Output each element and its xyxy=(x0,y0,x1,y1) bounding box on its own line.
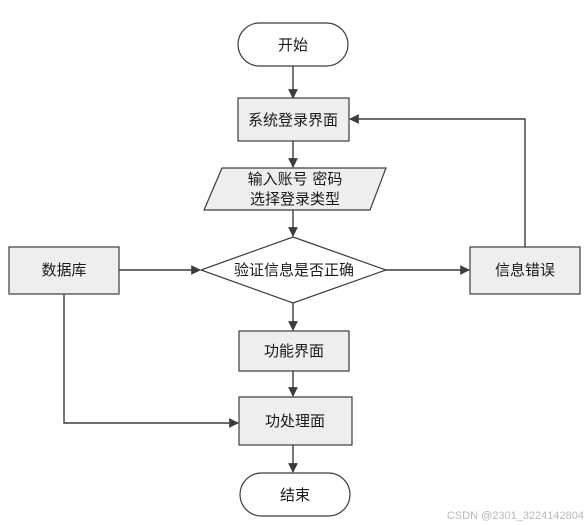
process-box xyxy=(238,396,353,446)
function-ui-node: 功能界面 xyxy=(238,330,350,372)
process-node: 功处理面 xyxy=(238,396,353,446)
verify-label: 验证信息是否正确 xyxy=(234,261,354,279)
verify-node: 验证信息是否正确 xyxy=(199,236,388,304)
database-box xyxy=(8,246,120,295)
database-label: 数据库 xyxy=(41,261,86,279)
input-parallelogram xyxy=(203,167,387,211)
database-node: 数据库 xyxy=(8,246,120,295)
end-label: 结束 xyxy=(280,486,310,504)
start-node: 开始 xyxy=(237,22,349,67)
end-node: 结束 xyxy=(239,472,351,517)
login-ui-label: 系统登录界面 xyxy=(248,111,338,129)
process-label: 功处理面 xyxy=(265,412,325,430)
error-label: 信息错误 xyxy=(495,261,555,279)
watermark: CSDN @2301_3224142804 xyxy=(446,510,584,522)
input-label-line2: 选择登录类型 xyxy=(250,190,340,208)
start-terminator xyxy=(237,22,349,67)
function-ui-box xyxy=(238,330,350,372)
input-label-line1: 输入账号 密码 xyxy=(248,170,343,188)
start-label: 开始 xyxy=(278,36,308,54)
error-box xyxy=(469,246,581,295)
function-ui-label: 功能界面 xyxy=(264,342,324,360)
verify-diamond xyxy=(199,236,388,304)
edge-error-to-login xyxy=(349,114,526,247)
input-node: 输入账号 密码 选择登录类型 xyxy=(203,167,387,211)
edges xyxy=(63,66,526,473)
login-ui-box xyxy=(237,97,350,142)
edge-database-to-process xyxy=(63,294,239,428)
login-ui-node: 系统登录界面 xyxy=(237,97,350,142)
error-node: 信息错误 xyxy=(469,246,581,295)
end-terminator xyxy=(239,472,351,517)
